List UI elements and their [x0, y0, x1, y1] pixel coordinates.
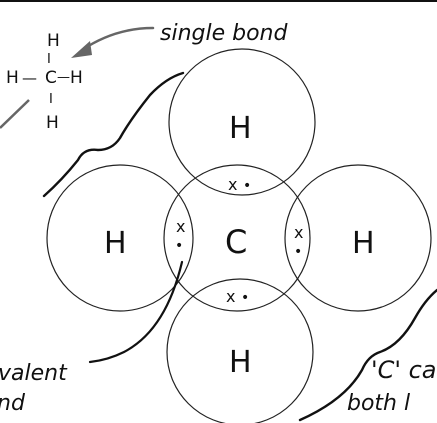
formula-right-h: H [70, 68, 83, 88]
covalent-bond-pointer [88, 260, 184, 364]
formula-bottom-h: H [46, 113, 59, 133]
dot-left: • [175, 238, 183, 254]
carbon-circle [163, 164, 311, 312]
covalent-label-line2: nd [0, 391, 26, 416]
atom-h-right: H [352, 226, 375, 261]
formula-bond-right: — [57, 70, 70, 85]
atom-h-top: H [229, 111, 252, 146]
single-bond-label: single bond [160, 21, 288, 46]
atom-circles [46, 48, 432, 423]
right-note-line1: 'C' ca [371, 356, 436, 384]
top-h-circle [168, 48, 316, 196]
dot-top: • [243, 178, 251, 194]
shared-pair-top: x • [228, 175, 251, 194]
right-note-line2: both l [347, 391, 410, 416]
left-pointer-line [0, 99, 30, 129]
formula-left-h: H [6, 68, 19, 88]
shared-pair-left: x • [175, 217, 185, 254]
cross-top: x [228, 175, 237, 194]
cross-bottom: x [226, 287, 235, 306]
shared-pair-bottom: x • [226, 287, 249, 306]
cross-left: x [176, 217, 185, 236]
formula-bond-top: I [47, 52, 51, 67]
bottom-h-circle [166, 278, 314, 423]
atom-h-bottom: H [229, 345, 252, 380]
shared-pair-right: x • [294, 223, 303, 260]
single-bond-arrow [71, 26, 155, 58]
formula-center-c: C [45, 68, 57, 88]
brace-top-left [42, 71, 185, 198]
atom-h-left: H [104, 226, 127, 261]
formula-top-h: H [47, 31, 60, 51]
brace-bottom-right [298, 288, 437, 422]
atom-c-center: C [225, 223, 247, 261]
formula-bond-left: — [22, 69, 37, 87]
formula-bond-bottom: I [49, 92, 53, 107]
dot-right: • [294, 244, 302, 260]
covalent-label-line1: valent [0, 361, 68, 386]
left-h-circle [46, 164, 194, 312]
right-h-circle [284, 164, 432, 312]
cross-right: x [294, 223, 303, 242]
dot-bottom: • [241, 290, 249, 306]
structural-formula: H I H — C — H I H [6, 31, 83, 133]
